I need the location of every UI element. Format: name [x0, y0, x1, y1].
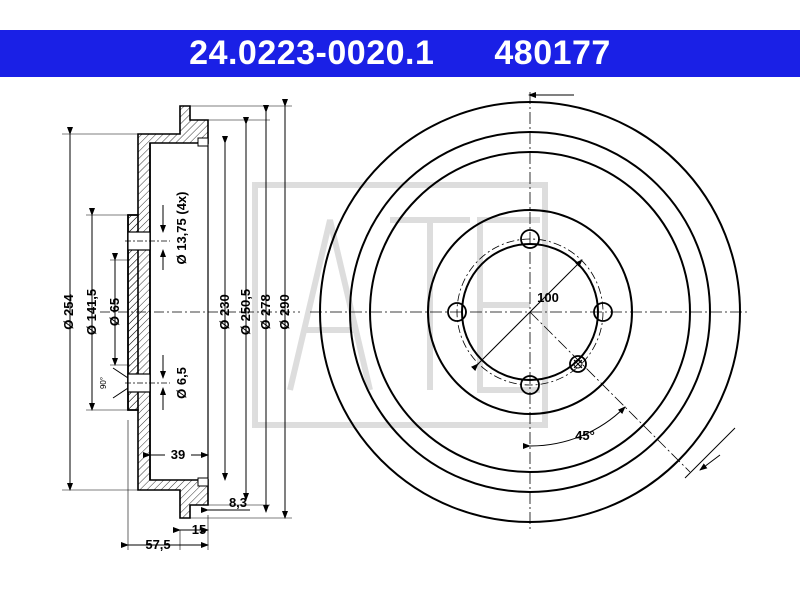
side-section-view: Ø 254 Ø 141,5 Ø 65 90° Ø 13,75 (4x) Ø 6,…: [61, 99, 300, 552]
dim-d141-5: Ø 141,5: [84, 289, 99, 335]
dim-39: 39: [171, 447, 185, 462]
dim-d65: Ø 65: [107, 298, 122, 326]
ate-watermark-logo: [252, 182, 548, 428]
dim-45deg: 45°: [575, 428, 595, 443]
dim-15: 15: [192, 522, 206, 537]
header-banner: 24.0223-0020.1 480177: [0, 30, 800, 77]
dim-d290: Ø 290: [277, 294, 292, 329]
reference-number: 480177: [494, 34, 611, 72]
dim-90deg: 90°: [99, 377, 108, 389]
dim-pcd-100: 100: [537, 290, 559, 305]
dim-d230: Ø 230: [217, 294, 232, 329]
dim-d254: Ø 254: [61, 294, 76, 330]
dim-d278: Ø 278: [258, 294, 273, 329]
front-view: [310, 92, 750, 532]
dim-57-5: 57,5: [145, 537, 170, 552]
part-number: 24.0223-0020.1: [189, 34, 435, 72]
dim-d250-5: Ø 250,5: [238, 289, 253, 335]
dim-hole-6-5: Ø 6,5: [174, 367, 189, 399]
dim-8-3: 8,3: [229, 495, 247, 510]
dim-hole-13-75: Ø 13,75 (4x): [174, 192, 189, 265]
